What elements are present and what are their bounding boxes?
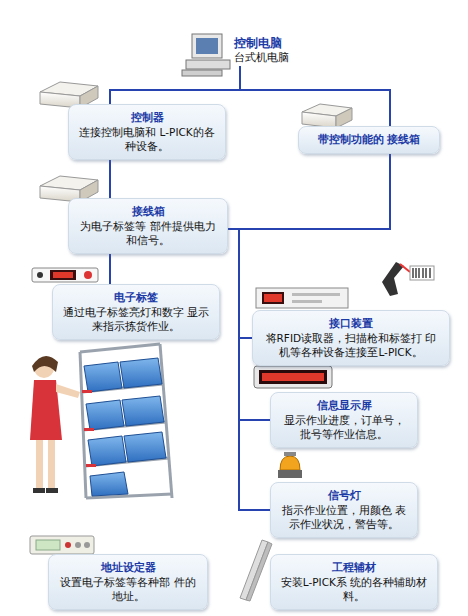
component-box: 工程辅材安装L-PICK系 统的各种辅助材料。: [270, 554, 438, 610]
rail-material-icon: [240, 540, 272, 601]
component-description: 通过电子标签亮灯和数字 显示来指示拣货作业。: [61, 305, 211, 333]
component-title: 接线箱: [77, 205, 219, 219]
connector-line: [110, 160, 111, 198]
component-box: 信号灯指示作业位置，用颜色 表示作业状况，警告等。: [270, 482, 418, 538]
connector-line: [110, 254, 111, 284]
picking-rack-illustration: [30, 344, 172, 498]
component-box: 地址设定器设置电子标签等各种部 件的地址。: [48, 554, 208, 610]
component-title: 信息显示屏: [279, 399, 409, 413]
component-box: 电子标签通过电子标签亮灯和数字 显示来指示拣货作业。: [52, 284, 220, 340]
scanner-icon: [382, 262, 434, 296]
component-description: 设置电子标签等各种部 件的地址。: [57, 575, 199, 603]
connector-path: [228, 229, 270, 510]
junction-box-icon: [302, 104, 352, 128]
component-box: 控制器连接控制电脑和 L-PICK的各种设备。: [68, 104, 226, 160]
component-title: 带控制功能的 接线箱: [307, 133, 431, 147]
component-title: 工程辅材: [279, 561, 429, 575]
address-setter-icon: [30, 536, 94, 554]
connector-path: [110, 66, 240, 104]
interface-unit-icon: [256, 288, 348, 308]
component-box: 带控制功能的 接线箱: [298, 126, 440, 154]
component-title: 信号灯: [279, 489, 409, 503]
component-description: 指示作业位置，用颜色 表示作业状况，警告等。: [279, 503, 409, 531]
connector-path: [109, 160, 111, 198]
electronic-label-icon: [32, 268, 98, 282]
connector-line: [228, 229, 270, 510]
connector-line: [240, 66, 390, 126]
connector-path: [109, 254, 111, 284]
component-description: 台式机电脑: [234, 50, 316, 64]
connector-line: [110, 66, 240, 104]
computer-label: 控制电脑台式机电脑: [232, 34, 318, 66]
connector-line: [228, 154, 390, 229]
signal-light-icon: [278, 452, 302, 478]
component-title: 电子标签: [61, 291, 211, 305]
component-description: 显示作业进度，订单号， 批号等作业信息。: [279, 413, 409, 441]
computer-icon: [182, 34, 230, 76]
component-description: 为电子标签等 部件提供电力和信号。: [77, 219, 219, 247]
component-box: 接口装置将RFID读取器，扫描枪和标签打 印机等各种设备连接至L-PICK。: [252, 310, 450, 366]
component-title: 控制器: [77, 111, 217, 125]
component-box: 信息显示屏显示作业进度，订单号， 批号等作业信息。: [270, 392, 418, 448]
component-title: 接口装置: [261, 317, 441, 331]
component-box: 接线箱为电子标签等 部件提供电力和信号。: [68, 198, 228, 254]
info-display-icon: [254, 366, 332, 388]
component-title: 地址设定器: [57, 561, 199, 575]
component-description: 将RFID读取器，扫描枪和标签打 印机等各种设备连接至L-PICK。: [261, 331, 441, 359]
component-title: 控制电脑: [234, 36, 316, 50]
component-description: 安装L-PICK系 统的各种辅助材料。: [279, 575, 429, 603]
connector-path: [240, 66, 390, 126]
component-description: 连接控制电脑和 L-PICK的各种设备。: [77, 125, 217, 153]
connector-path: [228, 154, 390, 229]
